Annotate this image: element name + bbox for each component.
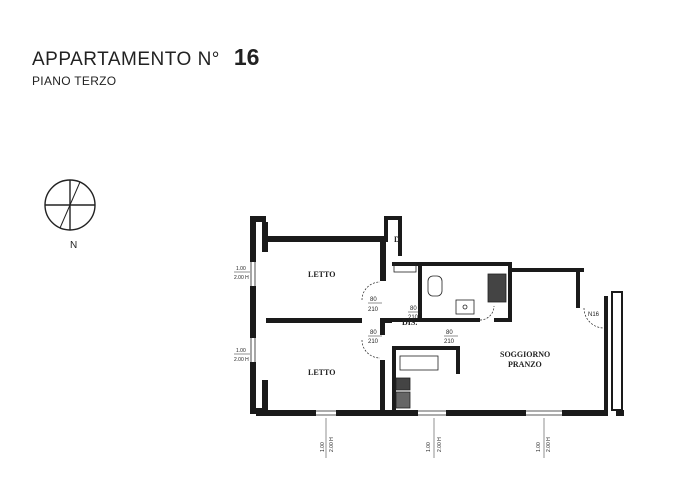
- room-label-dis: DIS.: [402, 318, 417, 327]
- door-2-height: 210: [408, 315, 419, 321]
- window-4-width: 1.00: [426, 442, 432, 452]
- window-5-width: 1.00: [536, 442, 542, 452]
- door-4-height: 210: [444, 339, 455, 345]
- door-1-height: 210: [368, 307, 379, 313]
- door-3-width: 80: [370, 330, 377, 336]
- window-3-width: 1.00: [320, 442, 326, 452]
- fixtures: [393, 263, 507, 409]
- window-2-height: 2.00 H: [234, 357, 249, 363]
- room-label-letto-1: LETTO: [308, 270, 335, 279]
- compass-north-label: N: [70, 240, 77, 251]
- window-1-width: 1.00: [236, 266, 246, 272]
- room-label-soggiorno: SOGGIORNO: [500, 350, 550, 359]
- room-label-d: D: [394, 235, 400, 244]
- door-2-width: 80: [410, 306, 417, 312]
- window-5-height: 2.00 H: [546, 437, 552, 452]
- apartment-number: 16: [233, 44, 260, 70]
- apartment-title: APPARTAMENTO N°: [32, 49, 220, 70]
- window-2-width: 1.00: [236, 348, 246, 354]
- floor-label: PIANO TERZO: [32, 74, 117, 88]
- door-1-width: 80: [370, 297, 377, 303]
- room-label-letto-2: LETTO: [308, 368, 335, 377]
- windows: [250, 262, 562, 416]
- window-dimensions: 1.00 2.00 H 1.00 2.00 H 1.00 2.00 H 1.00…: [234, 266, 552, 458]
- plan-header: APPARTAMENTO N° 16 PIANO TERZO: [32, 44, 259, 88]
- window-3-height: 2.00 H: [329, 437, 335, 452]
- window-1-height: 2.00 H: [234, 275, 249, 281]
- walls: [250, 216, 624, 416]
- window-4-height: 2.00 H: [437, 437, 443, 452]
- unit-label-n16: N16: [588, 312, 600, 318]
- door-3-height: 210: [368, 339, 379, 345]
- title-row: APPARTAMENTO N° 16: [32, 44, 259, 71]
- compass-icon: [44, 179, 96, 231]
- door-swings: [361, 281, 605, 359]
- door-dimensions: 80 210 80 210 80 210 80 210: [368, 297, 458, 345]
- door-4-width: 80: [446, 330, 453, 336]
- room-label-pranzo: PRANZO: [508, 360, 542, 369]
